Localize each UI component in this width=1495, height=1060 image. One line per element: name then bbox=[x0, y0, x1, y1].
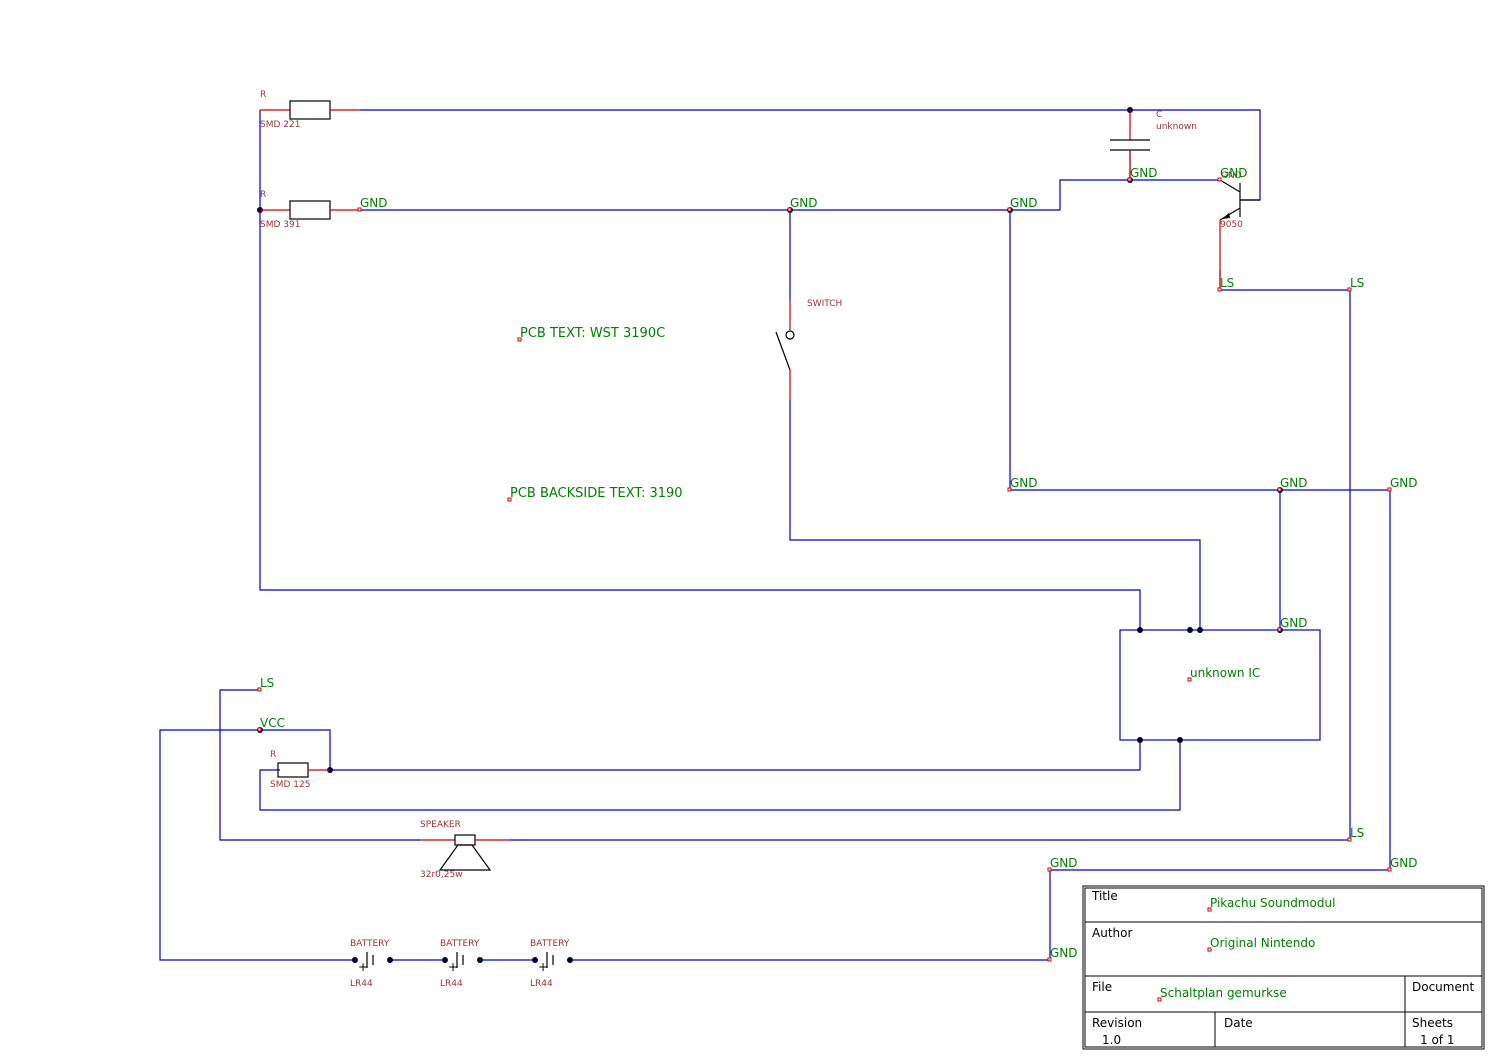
switch: SWITCH bbox=[775, 299, 842, 400]
battery-1-ref: BATTERY bbox=[350, 939, 390, 949]
net-label-gnd: GND bbox=[1220, 166, 1248, 180]
ic-label: unknown IC bbox=[1190, 666, 1260, 680]
net-label-gnd: GND bbox=[1010, 196, 1038, 210]
speaker-value: 32r0,25w bbox=[420, 870, 463, 880]
wire-vcc bbox=[260, 729, 1141, 771]
battery-1-plus: + bbox=[358, 960, 368, 974]
battery-1: + BATTERY LR44 bbox=[350, 939, 393, 989]
battery-3: + BATTERY LR44 bbox=[530, 939, 573, 989]
wire-battery bbox=[159, 729, 355, 961]
sheets-label: Sheets bbox=[1412, 1016, 1453, 1030]
wire-switch-down bbox=[789, 400, 1201, 630]
battery-1-value: LR44 bbox=[350, 979, 373, 989]
net-label-gnd: GND bbox=[1010, 476, 1038, 490]
net-label-gnd: GND bbox=[1280, 616, 1308, 630]
battery-2: + BATTERY LR44 bbox=[440, 939, 483, 989]
resistor-r1: R SMD 221 bbox=[260, 90, 360, 130]
pcb-backside-text-note: PCB BACKSIDE TEXT: 3190 bbox=[510, 486, 683, 501]
pcb-text-note: PCB TEXT: WST 3190C bbox=[520, 326, 665, 341]
speaker-ref: SPEAKER bbox=[420, 820, 461, 830]
battery-3-value: LR44 bbox=[530, 979, 553, 989]
net-label-gnd: GND bbox=[1130, 166, 1158, 180]
battery-3-plus: + bbox=[538, 960, 548, 974]
transistor-value: 9050 bbox=[1220, 220, 1243, 230]
junction bbox=[1137, 627, 1143, 633]
junction bbox=[1187, 627, 1193, 633]
r3-value: SMD 125 bbox=[270, 780, 310, 790]
net-label-gnd: GND bbox=[790, 196, 818, 210]
transistor-ref: GND bbox=[1221, 171, 1242, 181]
resistor-r3: R SMD 125 bbox=[270, 750, 330, 790]
capacitor-ref: C bbox=[1156, 110, 1162, 120]
r3-ref: R bbox=[270, 750, 276, 760]
wire-r3-loop bbox=[259, 740, 1181, 811]
battery-2-value: LR44 bbox=[440, 979, 463, 989]
wire-r1-to-cap bbox=[360, 109, 1261, 201]
sheets-value: 1 of 1 bbox=[1420, 1033, 1454, 1047]
transistor: GND 9050 bbox=[1219, 171, 1260, 290]
r2-ref: R bbox=[260, 190, 266, 200]
net-label-gnd: GND bbox=[360, 196, 388, 210]
net-label-ls: LS bbox=[1350, 826, 1364, 840]
wire-ls-top bbox=[1219, 270, 1351, 840]
title-value: Pikachu Soundmodul bbox=[1210, 896, 1335, 910]
junction bbox=[1177, 737, 1183, 743]
battery-2-ref: BATTERY bbox=[440, 939, 480, 949]
wire-gnd-right-rail bbox=[1049, 490, 1391, 960]
revision-label: Revision bbox=[1092, 1016, 1142, 1030]
revision-value: 1.0 bbox=[1102, 1033, 1121, 1047]
capacitor-value: unknown bbox=[1156, 122, 1197, 132]
net-label-vcc: VCC bbox=[260, 716, 285, 730]
r1-value: SMD 221 bbox=[260, 120, 300, 130]
net-label-ls: LS bbox=[1350, 276, 1364, 290]
net-label-gnd: GND bbox=[1390, 476, 1418, 490]
file-value: Schaltplan gemurkse bbox=[1160, 986, 1287, 1000]
title-label: Title bbox=[1091, 889, 1118, 903]
battery-3-ref: BATTERY bbox=[530, 939, 570, 949]
title-block: Title Pikachu Soundmodul Author Original… bbox=[1082, 885, 1485, 1050]
junction bbox=[1197, 627, 1203, 633]
net-labels: GND GND GND GND GND LS LS GND GND GND GN… bbox=[257, 166, 1418, 962]
battery-2-plus: + bbox=[448, 960, 458, 974]
net-label-gnd: GND bbox=[1280, 476, 1308, 490]
file-label: File bbox=[1092, 980, 1112, 994]
r1-ref: R bbox=[260, 90, 266, 100]
net-label-gnd: GND bbox=[1050, 856, 1078, 870]
date-label: Date bbox=[1224, 1016, 1253, 1030]
net-label-ls: LS bbox=[260, 676, 274, 690]
wires bbox=[159, 109, 1391, 961]
switch-ref: SWITCH bbox=[807, 299, 842, 309]
wire-gnd-main bbox=[360, 179, 1220, 211]
junction bbox=[1137, 737, 1143, 743]
document-label: Document bbox=[1412, 980, 1474, 994]
capacitor: C unknown bbox=[1110, 110, 1197, 178]
wire-left-rail bbox=[259, 110, 1141, 630]
author-label: Author bbox=[1092, 926, 1132, 940]
wire-ls-left bbox=[219, 689, 420, 841]
speaker: SPEAKER 32r0,25w bbox=[420, 820, 510, 880]
net-label-ls: LS bbox=[1220, 276, 1234, 290]
resistor-r2: R SMD 391 bbox=[260, 190, 360, 230]
net-label-gnd: GND bbox=[1390, 856, 1418, 870]
wire-gnd-vertical bbox=[1009, 210, 1390, 491]
ic-box bbox=[1119, 629, 1321, 741]
r2-value: SMD 391 bbox=[260, 220, 300, 230]
net-label-gnd: GND bbox=[1050, 946, 1078, 960]
junctions bbox=[257, 107, 1283, 773]
author-value: Original Nintendo bbox=[1210, 936, 1315, 950]
